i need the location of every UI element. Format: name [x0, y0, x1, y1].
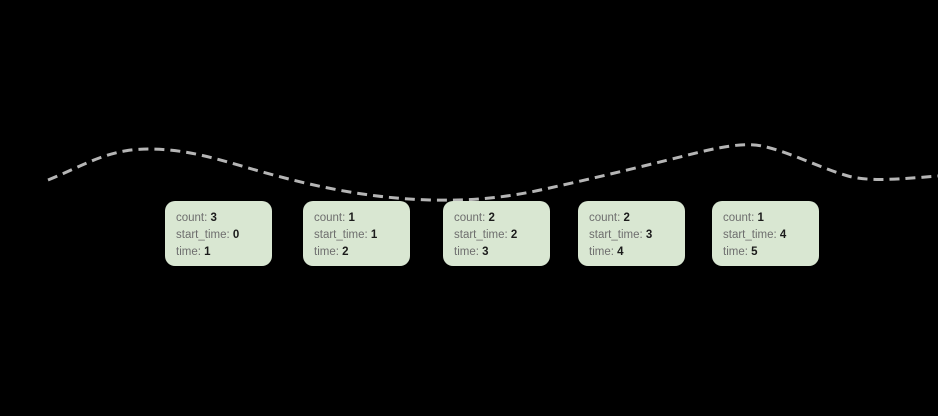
card-field-label: start_time: — [589, 229, 643, 241]
card-field-value: 4 — [779, 229, 787, 241]
card-field-value: 3 — [645, 229, 653, 241]
card-field-value: 1 — [370, 229, 378, 241]
dashed-trend-curve — [47, 143, 938, 202]
card-field-label: count: — [589, 212, 621, 224]
card-field-value: 1 — [348, 212, 355, 224]
card-field-label: time: — [454, 246, 479, 258]
card-field-label: start_time: — [176, 229, 230, 241]
card-field-row: time: 2 — [314, 244, 399, 261]
card-field-label: start_time: — [454, 229, 508, 241]
card-field-row: start_time: 1 — [314, 227, 399, 244]
card-field-row: time: 4 — [589, 244, 674, 261]
card-field-value: 4 — [617, 246, 624, 258]
card-field-value: 2 — [488, 212, 495, 224]
card-field-label: start_time: — [314, 229, 368, 241]
card-field-row: count: 1 — [723, 210, 808, 227]
card-field-row: time: 5 — [723, 244, 808, 261]
card-field-row: start_time: 0 — [176, 227, 261, 244]
card-field-label: time: — [314, 246, 339, 258]
card-field-label: count: — [723, 212, 755, 224]
card-field-value: 1 — [204, 246, 211, 258]
card-field-row: time: 1 — [176, 244, 261, 261]
card-field-row: count: 2 — [454, 210, 539, 227]
card-field-value: 2 — [342, 246, 349, 258]
card-field-value: 1 — [757, 212, 764, 224]
card-field-value: 3 — [210, 212, 217, 224]
card-field-value: 3 — [482, 246, 489, 258]
card-field-row: count: 3 — [176, 210, 261, 227]
card-field-row: start_time: 2 — [454, 227, 539, 244]
card-field-row: count: 2 — [589, 210, 674, 227]
card-field-row: start_time: 4 — [723, 227, 808, 244]
card-field-label: time: — [723, 246, 748, 258]
card-field-row: count: 1 — [314, 210, 399, 227]
card-field-label: start_time: — [723, 229, 777, 241]
card-field-row: time: 3 — [454, 244, 539, 261]
card-field-label: count: — [176, 212, 208, 224]
card-field-value: 2 — [510, 229, 518, 241]
card-field-value: 0 — [232, 229, 240, 241]
card-field-value: 2 — [623, 212, 630, 224]
card-field-label: time: — [589, 246, 614, 258]
card-field-label: count: — [314, 212, 346, 224]
card-field-label: time: — [176, 246, 201, 258]
card-field-label: count: — [454, 212, 486, 224]
card-field-value: 5 — [751, 246, 758, 258]
card-field-row: start_time: 3 — [589, 227, 674, 244]
